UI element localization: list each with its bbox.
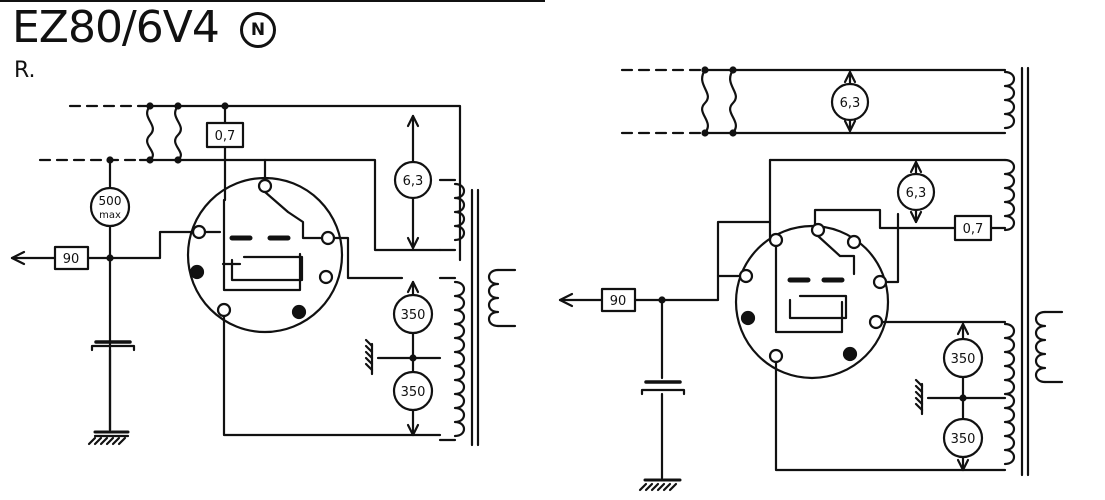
right-winding-upper-label: 350 <box>951 352 976 367</box>
page-title: EZ80/6V4 <box>12 2 220 53</box>
right-output-label: 90 <box>610 294 627 309</box>
left-current-meter: 500 max <box>89 156 131 432</box>
left-winding-upper-label: 350 <box>401 308 426 323</box>
left-transformer <box>438 178 517 447</box>
left-meter-unit: max <box>99 210 121 221</box>
right-supply-rails <box>620 68 1007 242</box>
left-fuse-branch: 0,7 <box>205 102 245 202</box>
right-transformer <box>1003 66 1064 477</box>
right-winding-lower-label: 350 <box>951 432 976 447</box>
right-heater-meter-mid: 6,3 <box>896 160 936 224</box>
left-tube <box>186 176 442 437</box>
page-subtitle: R. <box>14 58 36 83</box>
left-fuse-box <box>205 121 245 149</box>
right-capacitor <box>638 298 686 492</box>
right-tube <box>716 212 1007 472</box>
right-diagram: 6,3 6,3 0,7 <box>558 66 1064 492</box>
left-hv-meters: 350 350 <box>364 280 442 437</box>
left-winding-lower-label: 350 <box>401 385 426 400</box>
left-output: 90 <box>10 230 197 271</box>
right-hv-meters: 350 350 <box>914 322 1007 472</box>
right-jumpers <box>701 66 737 137</box>
right-fuse-label: 0,7 <box>963 222 984 237</box>
left-meter-value: 500 <box>99 194 122 208</box>
left-diagram: 0,7 500 max 90 <box>10 102 517 447</box>
left-heater-label: 6,3 <box>403 174 424 189</box>
left-capacitor <box>87 340 136 446</box>
left-heater-meter: 6,3 <box>393 114 433 250</box>
right-output: 90 <box>558 274 720 313</box>
right-fuse-branch: 0,7 <box>813 208 1007 242</box>
right-heater-meter-top: 6,3 <box>830 70 870 133</box>
left-supply-rails <box>38 104 462 262</box>
left-output-label: 90 <box>63 252 80 267</box>
page-top-rule <box>0 0 545 2</box>
left-jumpers <box>146 102 182 164</box>
left-fuse-label: 0,7 <box>215 129 236 144</box>
right-heater-mid-label: 6,3 <box>906 186 927 201</box>
title-badge: N <box>240 12 276 48</box>
right-heater-top-label: 6,3 <box>840 96 861 111</box>
